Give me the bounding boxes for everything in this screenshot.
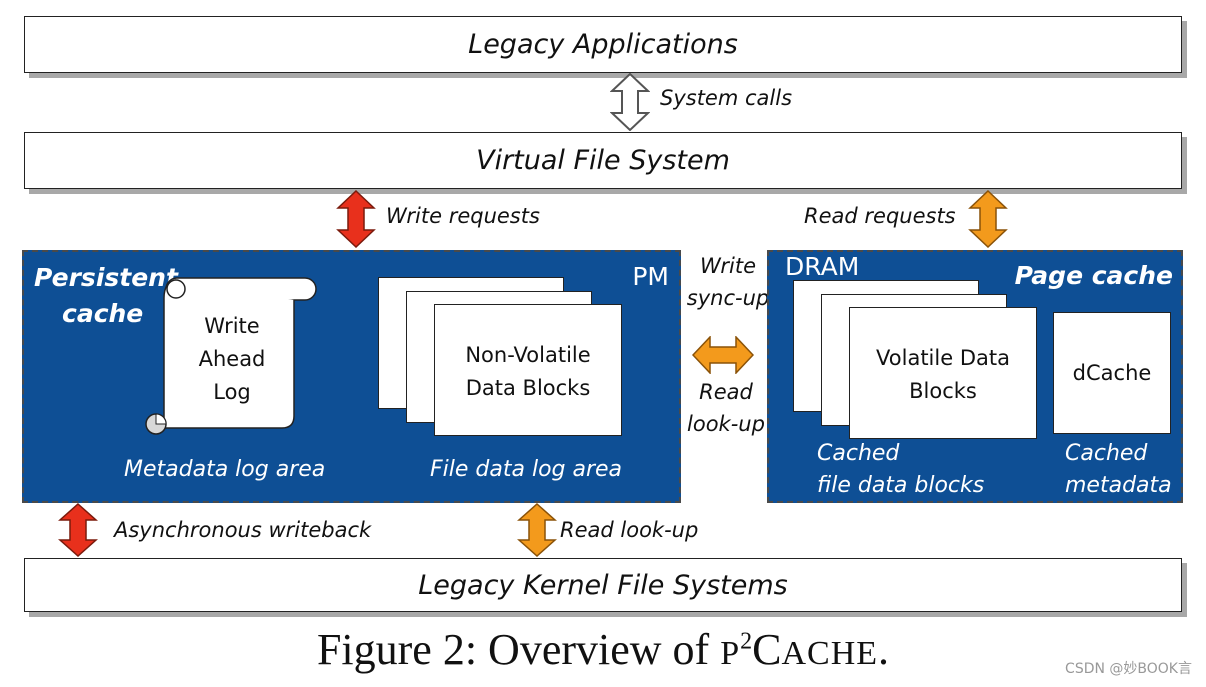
write-requests-label: Write requests xyxy=(386,204,540,228)
caption-ache: ACHE xyxy=(781,635,879,672)
persistent-cache-title-line2: cache xyxy=(62,299,144,328)
caption-p: P xyxy=(720,635,741,672)
cached-file-data-blocks-label: Cached file data blocks xyxy=(817,438,984,502)
pm-tag: PM xyxy=(632,262,669,291)
caption-dot: . xyxy=(878,625,890,674)
read-requests-arrow-icon xyxy=(968,190,1008,248)
wal-line2: Ahead xyxy=(198,347,266,371)
dcache-text: dCache xyxy=(1072,361,1152,385)
read-look-up-bottom-label: Read look-up xyxy=(560,518,699,542)
write-sync-up-line1: Write xyxy=(699,254,757,278)
system-calls-arrow-icon xyxy=(610,73,650,131)
legacy-applications-box: Legacy Applications xyxy=(24,16,1182,73)
read-look-up-middle-line1: Read xyxy=(699,380,753,404)
persistent-cache-region: Persistent cache PM Write Ahead Log Non-… xyxy=(22,250,681,503)
volatile-block-card-front: Volatile Data Blocks xyxy=(849,307,1037,439)
metadata-log-area-label: Metadata log area xyxy=(124,457,326,482)
virtual-file-system-box: Virtual File System xyxy=(24,132,1182,189)
persistent-cache-title: Persistent cache xyxy=(34,260,178,332)
virtual-file-system-label: Virtual File System xyxy=(476,145,730,176)
cached-fd-line2: file data blocks xyxy=(817,473,985,498)
sync-arrow-icon xyxy=(692,336,754,374)
dcache-card: dCache xyxy=(1053,312,1171,434)
legacy-applications-label: Legacy Applications xyxy=(468,29,738,60)
cached-md-line2: metadata xyxy=(1065,473,1172,498)
caption-prefix: Figure 2: Overview of xyxy=(316,625,721,674)
caption-c: C xyxy=(752,625,782,674)
persistent-cache-title-line1: Persistent xyxy=(34,263,178,292)
cached-metadata-label: Cached metadata xyxy=(1065,438,1172,502)
file-data-log-area-label: File data log area xyxy=(430,457,623,482)
scroll-icon xyxy=(145,277,317,435)
cached-md-line1: Cached xyxy=(1065,441,1148,466)
async-writeback-label: Asynchronous writeback xyxy=(114,518,372,542)
cached-fd-line1: Cached xyxy=(817,441,900,466)
wal-line1: Write xyxy=(204,314,260,338)
figure-caption: Figure 2: Overview of P2CACHE. xyxy=(0,624,1206,675)
async-writeback-arrow-icon xyxy=(58,503,98,557)
page-cache-title: Page cache xyxy=(1014,261,1173,290)
read-look-up-middle-label: Read look-up xyxy=(683,376,769,440)
nv-line1: Non-Volatile xyxy=(465,343,591,367)
nv-line2: Data Blocks xyxy=(465,376,591,400)
write-requests-arrow-icon xyxy=(336,190,376,248)
nv-block-card-front: Non-Volatile Data Blocks xyxy=(434,304,622,436)
legacy-kernel-fs-label: Legacy Kernel File Systems xyxy=(418,569,788,601)
wal-line3: Log xyxy=(213,380,251,404)
volatile-line1: Volatile Data xyxy=(876,346,1010,370)
dram-tag: DRAM xyxy=(785,252,860,281)
read-look-up-middle-line2: look-up xyxy=(687,412,765,436)
caption-sup: 2 xyxy=(740,628,753,655)
write-ahead-log-text: Write Ahead Log xyxy=(164,310,300,409)
read-requests-label: Read requests xyxy=(804,204,956,228)
volatile-line2: Blocks xyxy=(909,379,977,403)
read-look-up-arrow-icon xyxy=(517,503,557,557)
nv-blocks-text: Non-Volatile Data Blocks xyxy=(435,339,621,405)
watermark: CSDN @妙BOOK言 xyxy=(1065,661,1192,677)
write-sync-up-label: Write sync-up xyxy=(683,250,773,314)
system-calls-label: System calls xyxy=(660,86,793,110)
volatile-blocks-text: Volatile Data Blocks xyxy=(850,342,1036,408)
dram-page-cache-region: DRAM Page cache Volatile Data Blocks dCa… xyxy=(767,250,1183,503)
write-sync-up-line2: sync-up xyxy=(686,286,770,310)
legacy-kernel-fs-box: Legacy Kernel File Systems xyxy=(24,558,1182,612)
